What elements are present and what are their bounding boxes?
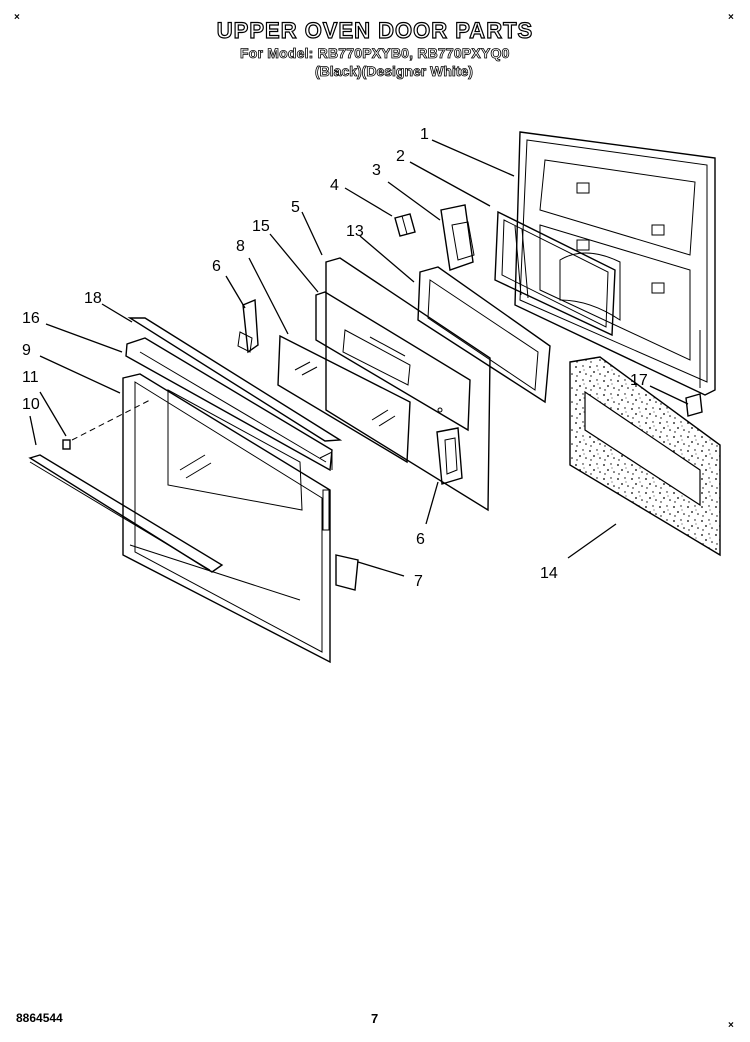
callout-14: 14 (540, 565, 558, 582)
inner-door-panel (514, 131, 716, 396)
page-title: UPPER OVEN DOOR PARTS (216, 17, 534, 43)
callout-5: 5 (291, 199, 300, 216)
callout-18: 18 (84, 290, 102, 307)
outer-door-frame (122, 373, 331, 664)
callout-6-right: 6 (416, 531, 425, 548)
callout-3: 3 (372, 162, 381, 179)
inner-window-frame (417, 266, 551, 404)
callout-4: 4 (330, 177, 339, 194)
registration-mark-top-left: × (14, 12, 20, 23)
hinge-bracket (440, 204, 475, 271)
door-insulation (569, 356, 721, 557)
bottom-vent-panel (335, 554, 359, 591)
model-numbers: For Model: RB770PXYB0, RB770PXYQ0 (240, 45, 510, 62)
spacer-block (685, 393, 703, 417)
callout-17: 17 (630, 372, 648, 389)
registration-mark-bottom-right: × (728, 1020, 734, 1031)
callout-9: 9 (22, 342, 31, 359)
callout-10: 10 (22, 396, 40, 413)
page-number: 7 (371, 1011, 379, 1026)
door-clip (394, 213, 416, 237)
top-trim-strip (127, 317, 343, 442)
callout-1: 1 (420, 126, 429, 143)
door-gasket (494, 210, 616, 337)
callout-16: 16 (22, 310, 40, 327)
door-liner-panel (315, 257, 491, 512)
callout-7: 7 (414, 573, 423, 590)
color-variants: (Black)(Designer White) (315, 63, 474, 80)
door-handle (28, 454, 224, 573)
hinge-left (237, 298, 259, 354)
handle-screw (62, 399, 151, 450)
callout-2: 2 (396, 148, 405, 165)
callout-15: 15 (252, 218, 270, 235)
registration-mark-top-right: × (728, 12, 734, 23)
door-top-cap (125, 337, 333, 472)
document-number: 8864544 (16, 1011, 63, 1025)
callout-6-left: 6 (212, 258, 221, 275)
callout-13: 13 (346, 223, 364, 240)
hinge-right (436, 427, 463, 485)
inner-glass (277, 334, 411, 464)
callout-11: 11 (22, 369, 39, 386)
leader-lines (29, 139, 689, 577)
callout-8: 8 (236, 238, 245, 255)
